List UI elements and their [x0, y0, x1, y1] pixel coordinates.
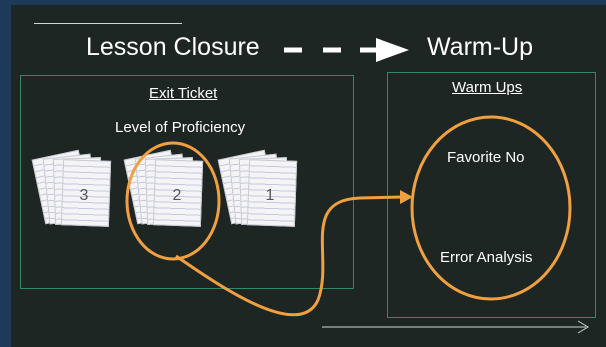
warm-ups-box	[387, 72, 596, 318]
exit-ticket-box	[20, 75, 354, 289]
stack-number-3: 3	[79, 187, 89, 204]
exit-ticket-title: Exit Ticket	[149, 85, 218, 102]
favorite-no-label: Favorite No	[447, 149, 525, 166]
lesson-closure-heading: Lesson Closure	[86, 33, 260, 61]
arrow-head	[376, 38, 409, 62]
warm-up-heading: Warm-Up	[427, 33, 534, 61]
paper-stack-2: 2	[123, 149, 206, 242]
proficiency-label: Level of Proficiency	[115, 119, 246, 136]
connector-curve	[175, 195, 403, 317]
paper-stack-3: 3	[31, 149, 114, 242]
warm-ups-title: Warm Ups	[452, 79, 523, 96]
title-underline	[34, 23, 182, 24]
paper-stack-1: 1	[217, 149, 300, 242]
bottom-arrow-head	[577, 320, 589, 334]
error-analysis-label: Error Analysis	[440, 249, 533, 266]
warm-ups-circle	[410, 115, 572, 301]
highlight-circle	[125, 141, 221, 261]
connector-arrow-head	[400, 190, 413, 204]
stack-number-2: 2	[172, 187, 182, 204]
stack-number-1: 1	[265, 187, 275, 204]
